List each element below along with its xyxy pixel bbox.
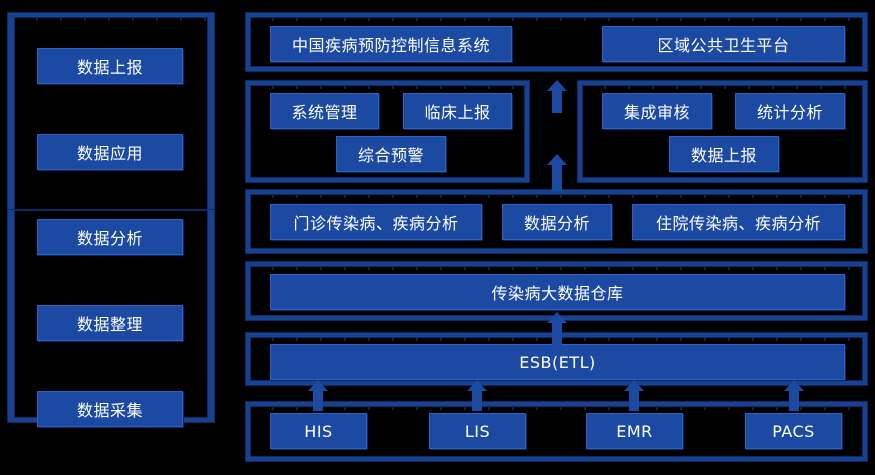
outpatient-disease-analysis: 门诊传染病、疾病分析: [270, 204, 482, 240]
stage-data-organization: 数据整理: [37, 305, 183, 341]
stage-data-analysis: 数据分析: [37, 219, 183, 255]
arrow-up-icon: [547, 154, 567, 191]
source-his: HIS: [270, 413, 367, 449]
source-pacs: PACS: [745, 413, 842, 449]
comprehensive-warning: 综合预警: [336, 136, 446, 172]
clinical-reporting: 临床上报: [403, 93, 512, 129]
stage-data-application: 数据应用: [37, 134, 183, 170]
integrated-audit: 集成审核: [602, 93, 712, 129]
system-management: 系统管理: [270, 93, 379, 129]
infectious-disease-data-warehouse: 传染病大数据仓库: [270, 274, 845, 310]
arrow-up-icon: [547, 80, 567, 113]
arrow-up-icon: [624, 380, 644, 411]
inpatient-disease-analysis: 住院传染病、疾病分析: [632, 204, 845, 240]
stage-data-collection: 数据采集: [37, 391, 183, 427]
arrow-up-icon: [467, 380, 487, 411]
data-analysis: 数据分析: [502, 204, 612, 240]
stage-data-reporting: 数据上报: [37, 48, 183, 84]
regional-public-health-platform: 区域公共卫生平台: [602, 26, 845, 62]
arrow-up-icon: [547, 312, 567, 351]
china-cdc-system: 中国疾病预防控制信息系统: [270, 26, 512, 62]
data-reporting-sub: 数据上报: [669, 136, 779, 172]
arrow-up-icon: [784, 380, 804, 411]
statistical-analysis: 统计分析: [735, 93, 845, 129]
source-lis: LIS: [429, 413, 526, 449]
source-emr: EMR: [586, 413, 683, 449]
arrow-up-icon: [308, 380, 328, 411]
left-stage-outline: [8, 13, 214, 223]
